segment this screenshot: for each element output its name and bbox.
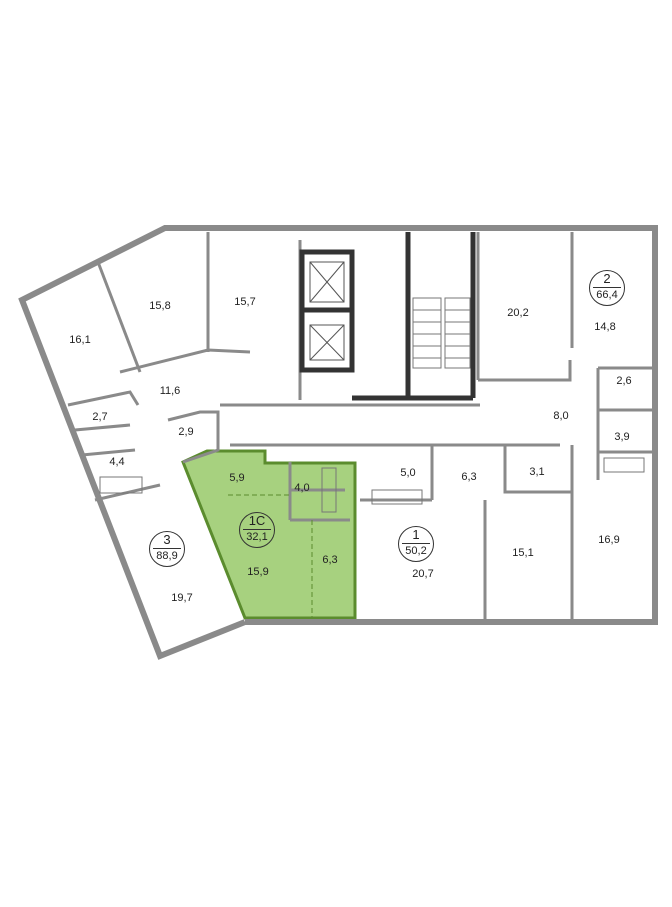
room-area: 19,7 [171,592,193,604]
room-area: 2,6 [616,375,632,387]
room-area: 3,9 [614,431,630,443]
outer-walls [18,225,658,660]
room-area: 2,7 [92,411,108,423]
room-area: 4,0 [294,482,310,494]
dashed-zone-lines [228,494,313,618]
stairs [412,297,471,369]
room-area: 16,9 [598,534,620,546]
room-area: 20,2 [507,307,529,319]
room-area: 4,4 [109,456,125,468]
room-area: 15,1 [512,547,534,559]
room-area: 11,6 [159,385,181,397]
apartment-area: 66,4 [596,289,618,301]
apartment-area: 32,1 [246,531,268,543]
room-area: 15,7 [234,296,256,308]
apartment-number: 3 [153,532,181,549]
room-area: 8,0 [553,410,569,422]
room-area: 3,1 [529,466,545,478]
room-area: 15,8 [149,300,171,312]
room-area: 5,9 [229,472,245,484]
apartment-area: 50,2 [405,545,427,557]
room-area: 6,3 [322,554,338,566]
apartment-number: 2 [593,271,621,288]
apartment-area: 88,9 [156,550,178,562]
elevator-icons [309,261,345,361]
apartment-number: 1 [402,527,430,544]
room-area: 20,7 [412,568,434,580]
bathtub-icons [99,457,645,513]
apartment-number: 1С [243,513,271,530]
core-walls [299,232,476,401]
room-area: 2,9 [178,426,194,438]
room-area: 5,0 [400,467,416,479]
room-area: 6,3 [461,471,477,483]
room-area: 15,9 [247,566,269,578]
room-area: 14,8 [594,321,616,333]
room-area: 16,1 [69,334,91,346]
